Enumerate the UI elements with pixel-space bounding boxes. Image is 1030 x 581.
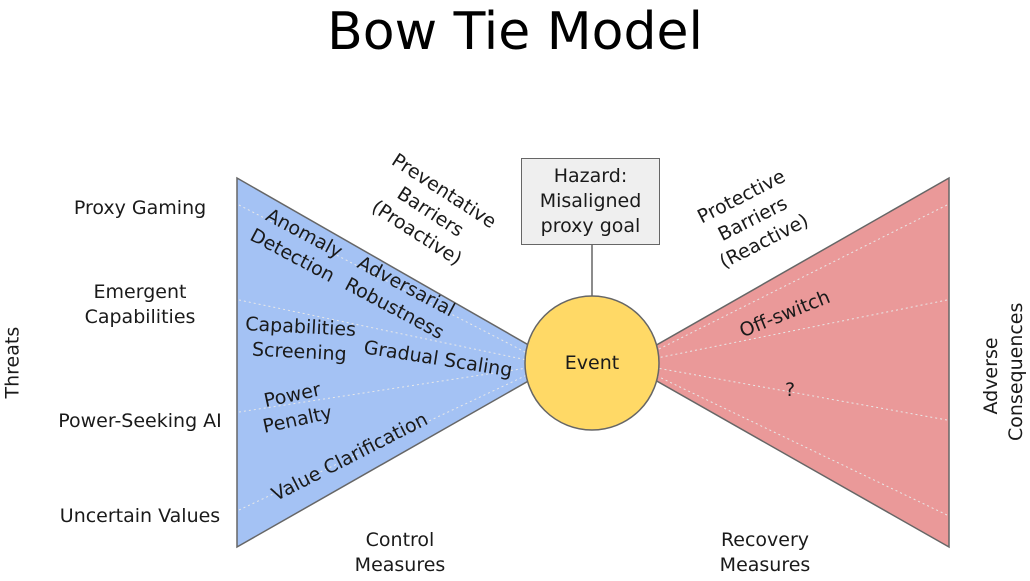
threats-axis-label: Threats (1, 326, 24, 399)
event-circle[interactable] (524, 295, 660, 431)
threat-uncertain-values[interactable]: Uncertain Values (59, 505, 221, 527)
consequence-path-lines (656, 204, 948, 516)
barrier-capabilities-screening[interactable]: Capabilities Screening (239, 312, 361, 368)
path-line (238, 367, 528, 413)
threat-path-lines (238, 204, 528, 511)
recovery-line: Recovery (720, 529, 810, 551)
path-line (656, 204, 948, 351)
path-line (656, 367, 948, 421)
threat-wedge (236, 176, 562, 549)
barrier-unknown[interactable]: ? (784, 379, 796, 401)
recovery-measures-label: Recovery Measures (705, 528, 825, 578)
hazard-box[interactable]: Hazard: Misaligned proxy goal (521, 158, 660, 245)
threat-emergent-capabilities[interactable]: Emergent Capabilities (40, 280, 240, 330)
hazard-line: Misaligned (539, 190, 642, 212)
page-title: Bow Tie Model (327, 2, 703, 62)
control-measures-label: Control Measures (340, 528, 460, 578)
consequences-axis-label: Adverse Consequences (979, 302, 1029, 441)
hazard-line: Hazard: (553, 165, 628, 187)
recovery-line: Measures (719, 554, 811, 576)
control-line: Control (365, 529, 435, 551)
path-line (238, 204, 528, 354)
threat-power-seeking-ai[interactable]: Power-Seeking AI (58, 410, 222, 432)
threat-emergent-capabilities-line1: Emergent (93, 281, 187, 303)
event-label: Event (564, 352, 620, 374)
path-line (656, 375, 948, 516)
control-line: Measures (354, 554, 446, 576)
path-line (656, 299, 948, 359)
hazard-line: proxy goal (540, 215, 641, 237)
consequences-line: Adverse (980, 337, 1002, 415)
threat-proxy-gaming[interactable]: Proxy Gaming (73, 197, 207, 219)
consequence-wedge (623, 176, 950, 549)
path-line (238, 374, 528, 511)
path-line (238, 299, 528, 361)
consequences-line: Consequences (1005, 302, 1027, 441)
threat-emergent-capabilities-line2: Capabilities (84, 306, 196, 328)
